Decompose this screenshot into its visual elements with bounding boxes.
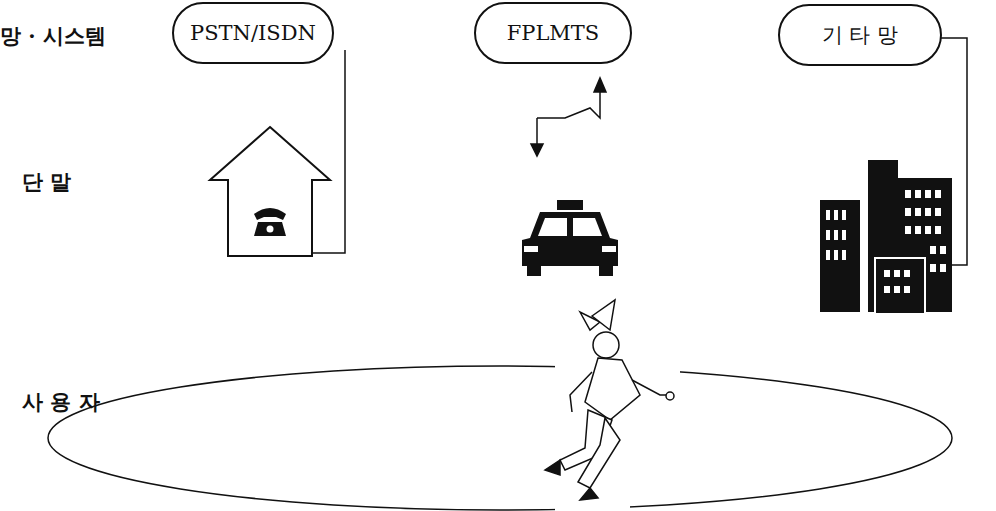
user-area-ellipse <box>48 366 952 510</box>
node-label: 기 타 망 <box>822 21 898 49</box>
row-label: 망 · 시스템 <box>0 22 106 50</box>
network-box: FPLMTS <box>474 2 632 64</box>
house-icon <box>210 127 330 256</box>
wire <box>312 50 345 253</box>
row-label: 사 용 자 <box>22 388 100 416</box>
running-man <box>545 300 680 511</box>
network-box: 기 타 망 <box>778 4 942 66</box>
phone-icon <box>254 208 286 236</box>
row-label: 단 말 <box>22 168 71 196</box>
node-label: FPLMTS <box>507 21 600 45</box>
radio-link <box>531 78 606 156</box>
building-icon <box>820 160 952 314</box>
network-box: PSTN/ISDN <box>172 2 334 64</box>
taxi-icon <box>522 200 618 276</box>
node-label: PSTN/ISDN <box>190 21 316 45</box>
